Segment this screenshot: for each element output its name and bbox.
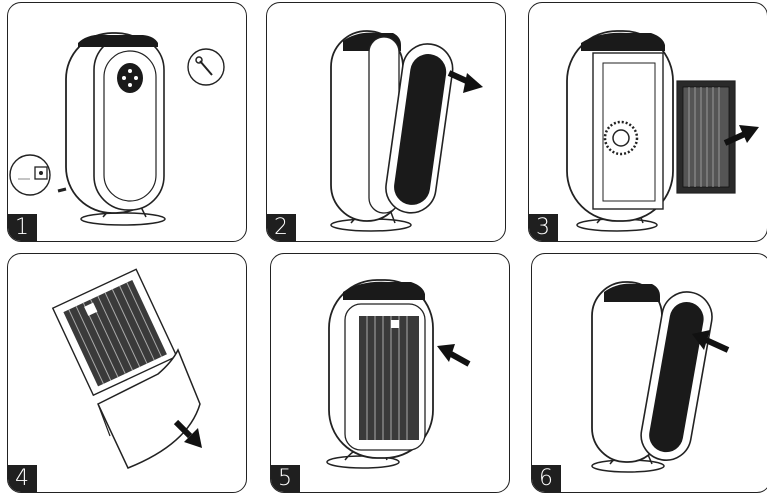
wrench-icon <box>188 49 224 85</box>
step-number-badge: 3 <box>528 214 558 242</box>
remove-cover-illustration <box>267 3 506 242</box>
step-number-badge: 6 <box>531 465 561 493</box>
step-number-badge: 5 <box>270 465 300 493</box>
purifier-unplugged-illustration <box>8 3 247 242</box>
step-panel-3: 3 <box>528 2 767 242</box>
step-number-badge: 2 <box>266 214 296 242</box>
unwrap-new-filter-illustration <box>8 254 247 493</box>
step-panel-6: 6 <box>531 253 767 493</box>
step-number-badge: 4 <box>7 465 37 493</box>
step-panel-2: 2 <box>266 2 506 242</box>
step-panel-5: 5 <box>270 253 510 493</box>
step-panel-4: 4 <box>7 253 247 493</box>
arrow-icon <box>437 344 469 364</box>
step-number-badge: 1 <box>7 214 37 242</box>
insert-filter-illustration <box>271 254 510 493</box>
step-panel-1: 1 <box>7 2 247 242</box>
remove-filter-illustration <box>529 3 767 242</box>
unplug-icon <box>10 155 50 195</box>
arrow-icon <box>449 73 483 93</box>
reattach-cover-illustration <box>532 254 767 493</box>
